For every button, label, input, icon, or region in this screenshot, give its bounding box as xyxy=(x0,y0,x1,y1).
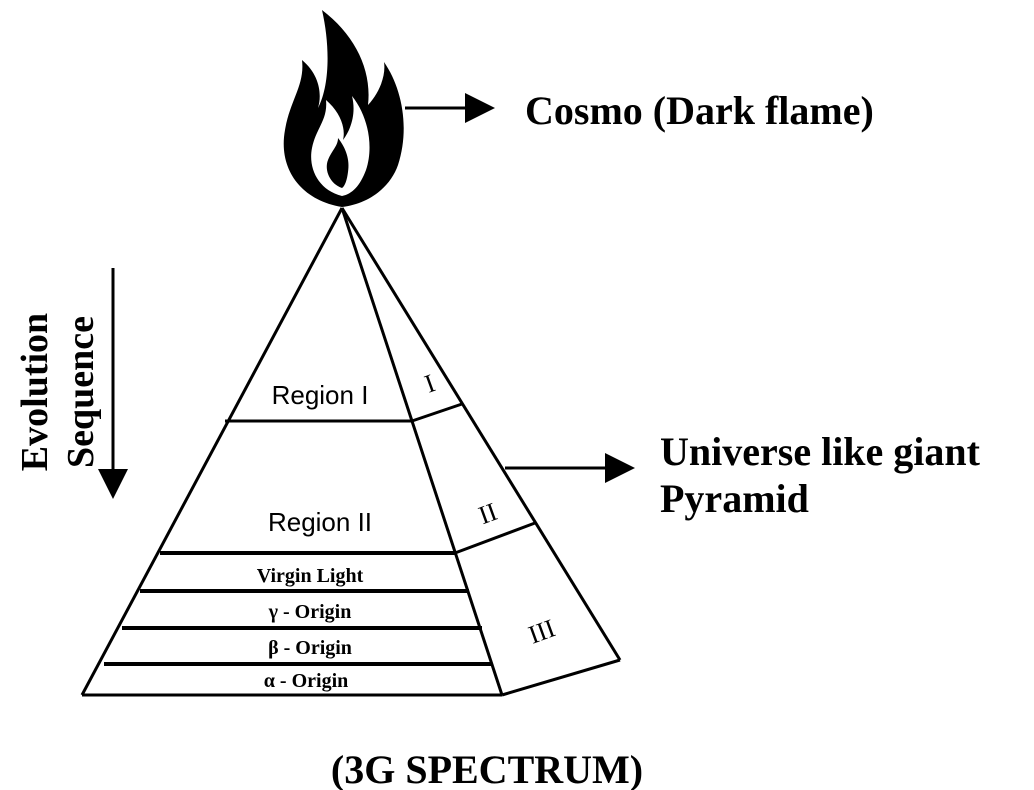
side-numeral-2: II xyxy=(475,497,501,530)
flame-icon xyxy=(283,10,404,207)
pyramid-label-line2: Pyramid xyxy=(660,476,809,521)
band-beta-origin: β - Origin xyxy=(268,637,352,659)
side-numeral-1: I xyxy=(421,368,439,398)
front-face-dividers xyxy=(104,419,492,666)
pyramid-label-line1: Universe like giant xyxy=(660,429,981,474)
band-virgin-light: Virgin Light xyxy=(257,565,364,587)
region-2-label: Region II xyxy=(268,507,372,537)
evolution-label-line2: Sequence xyxy=(60,316,102,468)
side-numeral-3: III xyxy=(525,613,559,649)
region-1-label: Region I xyxy=(272,380,369,410)
band-alpha-origin: α - Origin xyxy=(264,670,349,692)
side-face-dividers xyxy=(411,402,536,555)
caption: (3G SPECTRUM) xyxy=(331,747,643,790)
pyramid-outline xyxy=(80,207,622,697)
flame-label: Cosmo (Dark flame) xyxy=(525,88,874,133)
band-gamma-origin: γ - Origin xyxy=(268,601,352,623)
evolution-label-line1: Evolution xyxy=(14,313,56,471)
